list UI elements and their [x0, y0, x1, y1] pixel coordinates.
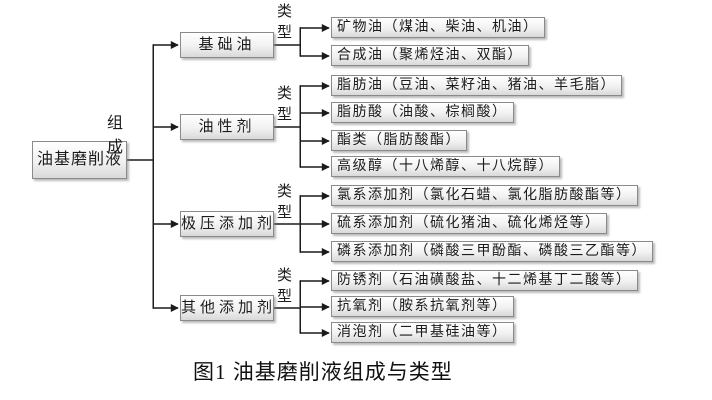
- trunk-label: 组成: [106, 115, 123, 156]
- leaf-node: 矿物油（煤油、柴油、机油）: [331, 17, 545, 38]
- type-label: 类型: [276, 4, 292, 41]
- leaf-node: 消泡剂（二甲基硅油等）: [331, 322, 514, 343]
- leaf-node: 防锈剂（石油磺酸盐、十二烯基丁二酸等）: [331, 270, 638, 291]
- leaf-node: 硫系添加剂（硫化猪油、硫化烯烃等）: [331, 213, 607, 234]
- leaf-node: 脂肪油（豆油、菜籽油、猪油、羊毛脂）: [331, 75, 622, 96]
- branch-node-base-oil: 基础油: [180, 32, 274, 58]
- leaf-node: 脂肪酸（油酸、棕榈酸）: [331, 102, 514, 123]
- branch-node-ep-additive: 极压添加剂: [180, 211, 274, 237]
- leaf-node: 酯类（脂肪酸酯）: [331, 130, 467, 151]
- leaf-node: 合成油（聚烯烃油、双酯）: [331, 45, 529, 66]
- figure-caption: 图1 油基磨削液组成与类型: [193, 360, 453, 384]
- leaf-node: 抗氧剂（胺系抗氧剂等）: [331, 296, 514, 317]
- leaf-node: 高级醇（十八烯醇、十八烷醇）: [331, 156, 560, 177]
- branch-node-oiliness-agent: 油性剂: [180, 114, 274, 140]
- type-label: 类型: [276, 86, 292, 123]
- leaf-node: 氯系添加剂（氯化石蜡、氯化脂肪酸酯等）: [331, 185, 638, 206]
- leaf-node: 磷系添加剂（磷酸三甲酚酯、磷酸三乙酯等）: [331, 241, 653, 262]
- type-label: 类型: [276, 184, 292, 221]
- root-node: 油基磨削液: [32, 141, 127, 179]
- branch-node-other-additive: 其他添加剂: [180, 295, 274, 321]
- type-label: 类型: [276, 268, 292, 305]
